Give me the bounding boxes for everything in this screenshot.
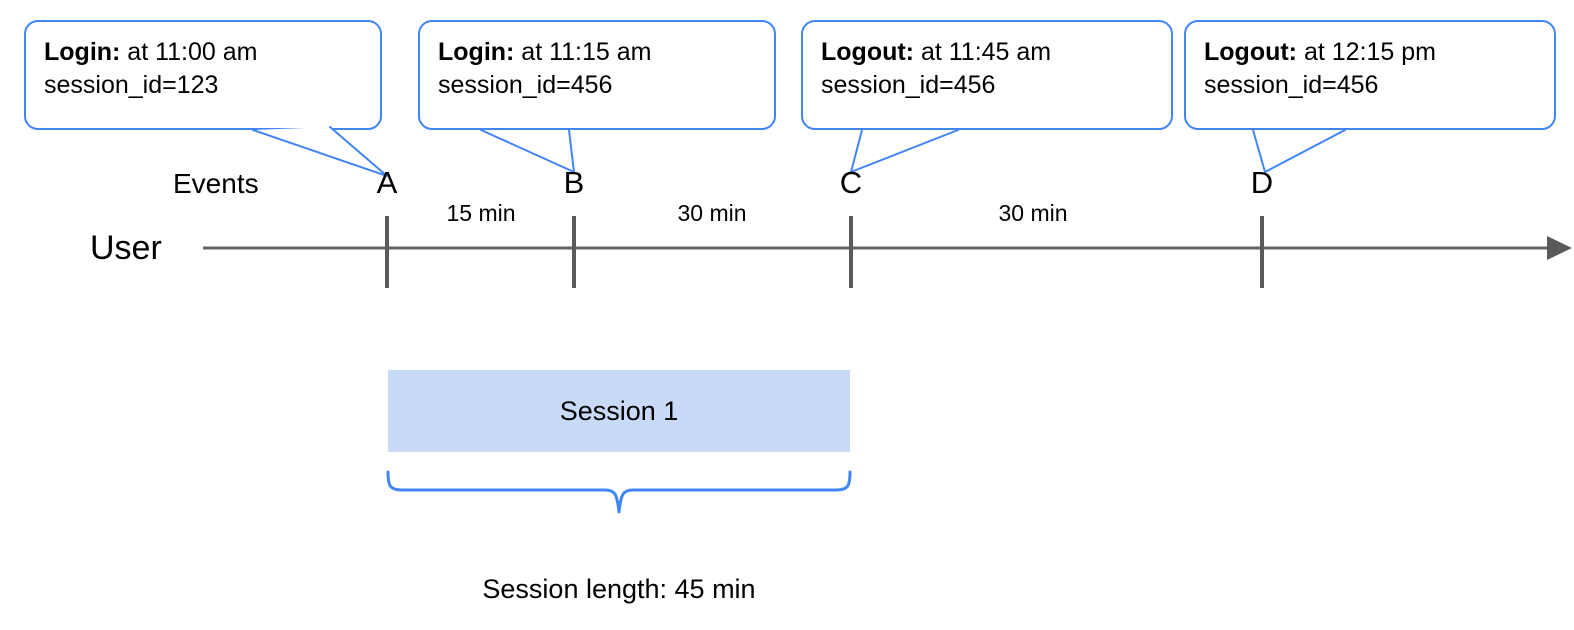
callout-session-label: session_id=456 xyxy=(1204,71,1379,100)
callout-session-label: session_id=456 xyxy=(438,71,613,100)
callout-time-label: at 11:45 am xyxy=(914,38,1052,66)
session-length-label: Session length: 45 min xyxy=(482,574,756,604)
callout-time-label: at 12:15 pm xyxy=(1297,38,1436,66)
tick-label-a: A xyxy=(376,165,398,200)
callout-event-label: Login: xyxy=(44,38,121,66)
session-bar: Session 1 xyxy=(388,370,850,452)
callout-event-label: Login: xyxy=(438,38,515,66)
callout-event-label: Logout: xyxy=(1204,38,1298,66)
events-row-label: Events xyxy=(173,168,259,199)
tick-label-d: D xyxy=(1250,165,1274,200)
session-length-brace xyxy=(386,470,852,514)
callout-session-label: session_id=456 xyxy=(821,71,996,100)
callout-login-b: Login: at 11:15 am session_id=456 xyxy=(418,20,776,130)
interval-label-c-d: 30 min xyxy=(998,200,1068,226)
tick-label-b: B xyxy=(563,165,585,200)
session-bar-label: Session 1 xyxy=(559,395,679,426)
callout-session-label: session_id=123 xyxy=(44,71,219,100)
timeline-axis xyxy=(203,236,1572,260)
user-row-label: User xyxy=(90,229,162,267)
interval-label-a-b: 15 min xyxy=(446,200,516,226)
callout-time-label: at 11:15 am xyxy=(514,38,652,66)
interval-label-b-c: 30 min xyxy=(677,200,747,226)
callout-logout-d: Logout: at 12:15 pm session_id=456 xyxy=(1184,20,1556,130)
callout-logout-c: Logout: at 11:45 am session_id=456 xyxy=(801,20,1173,130)
callout-event-label: Logout: xyxy=(821,38,915,66)
callout-time-label: at 11:00 am xyxy=(120,38,258,66)
tick-label-c: C xyxy=(839,165,863,200)
callout-login-a: Login: at 11:00 am session_id=123 xyxy=(24,20,382,130)
